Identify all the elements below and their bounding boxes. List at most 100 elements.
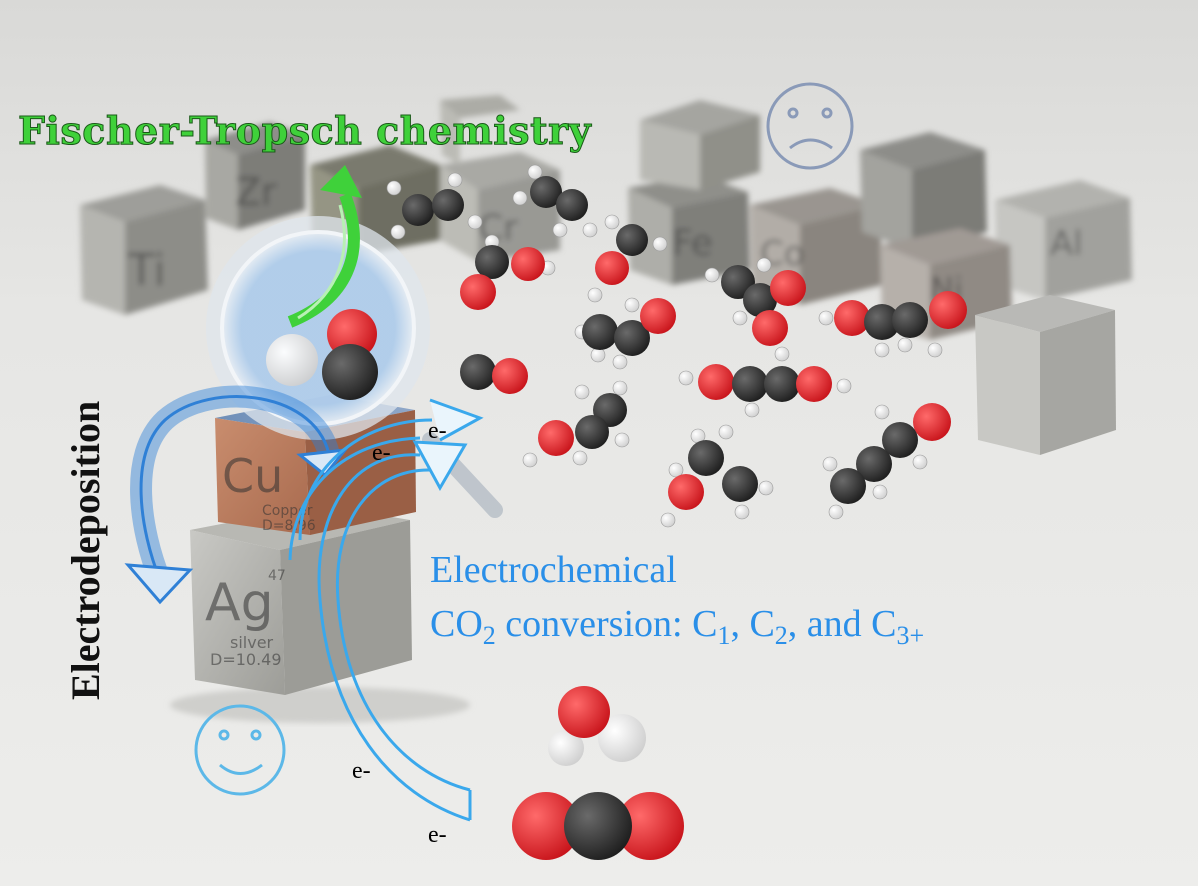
ag-number: 47: [268, 568, 286, 584]
c1-subscript: 1: [717, 621, 731, 650]
carbon-atom: [556, 189, 588, 221]
carbon-atom: [864, 304, 900, 340]
carbon-atom: [614, 320, 650, 356]
oxygen-atom: [492, 358, 528, 394]
hydrogen-atom: [552, 222, 568, 238]
hydrogen-atom: [836, 378, 852, 394]
hydrogen-atom: [912, 454, 928, 470]
hydrogen-atom: [774, 346, 790, 362]
carbon-atom: [616, 224, 648, 256]
co2-text: CO: [430, 603, 483, 645]
hydrogen-atom: [818, 310, 834, 326]
carbon-atom: [402, 194, 434, 226]
molecule: [512, 164, 598, 238]
molecule: [386, 172, 483, 240]
hydrogen-atom: [744, 402, 760, 418]
conversion-text: conversion: C: [495, 603, 718, 645]
molecule: [574, 297, 676, 370]
water-molecule: [548, 686, 646, 766]
sad-face-icon: [766, 82, 854, 170]
electron-label: e-: [352, 758, 371, 784]
hydrogen-atom: [527, 164, 543, 180]
cube-zr: Zr: [205, 122, 305, 230]
hydrogen-atom: [590, 347, 606, 363]
hydrogen-atom: [612, 380, 628, 396]
happy-face-icon: [194, 704, 286, 796]
c2-subscript: 2: [774, 621, 788, 650]
hydrogen-atom: [572, 450, 588, 466]
ag-density: D=10.49: [210, 650, 282, 669]
hydrogen-atom: [828, 504, 844, 520]
svg-text:Al: Al: [1050, 224, 1083, 264]
hydrogen-atom: [758, 480, 774, 496]
svg-text:Zr: Zr: [235, 170, 277, 214]
c3-subscript: 3+: [896, 621, 925, 650]
hydrogen-atom: [718, 424, 734, 440]
oxygen-atom: [511, 247, 545, 281]
carbon-atom: [460, 354, 496, 390]
hydrogen-atom: [704, 267, 720, 283]
carbon-atom: [475, 245, 509, 279]
c3-text: , and C: [787, 603, 897, 645]
molecule: [587, 214, 668, 303]
oxygen-atom: [752, 310, 788, 346]
carbon-atom: [830, 468, 866, 504]
hydrogen-atom: [874, 342, 890, 358]
cube-right: [975, 295, 1116, 455]
hydrogen-atom: [732, 310, 748, 326]
c2-text: , C: [730, 603, 775, 645]
molecule: [460, 234, 556, 310]
hydrogen-atom: [386, 180, 402, 196]
hydrogen-atom: [587, 287, 603, 303]
carbon-atom: [856, 446, 892, 482]
electron-flow-arrow-icon: [288, 398, 484, 822]
oxygen-atom: [616, 792, 684, 860]
molecule: [460, 354, 528, 394]
hydrogen-atom: [582, 222, 598, 238]
molecule: [660, 424, 774, 528]
hydrogen-atom: [598, 714, 646, 762]
carbon-atom: [743, 283, 777, 317]
oxygen-atom: [913, 403, 951, 441]
adsorbed-species: [266, 309, 378, 400]
oxygen-atom: [640, 298, 676, 334]
oxygen-atom: [538, 420, 574, 456]
hydrogen-atom: [756, 257, 772, 273]
fischer-tropsch-arrow-icon: [287, 165, 362, 328]
electrodeposition-label: Electrodeposition: [63, 400, 108, 700]
hydrogen-atom: [872, 484, 888, 500]
carbon-atom: [688, 440, 724, 476]
oxygen-atom: [834, 300, 870, 336]
oxygen-atom: [460, 274, 496, 310]
hydrogen-atom: [822, 456, 838, 472]
ag-name: silver: [230, 633, 274, 652]
oxygen-atom: [796, 366, 832, 402]
carbon-atom: [582, 314, 618, 350]
co2-molecule: [512, 792, 684, 860]
hydrogen-atom: [734, 504, 750, 520]
cube-top: [440, 95, 760, 190]
molecule: [678, 346, 852, 418]
hydrogen-atom: [512, 190, 528, 206]
cube-ni: [860, 132, 987, 250]
oxygen-atom: [770, 270, 806, 306]
electrodeposition-arrow-icon: [124, 385, 349, 605]
carbon-atom: [732, 366, 768, 402]
hydrogen-atom: [614, 432, 630, 448]
hydrogen-atom: [624, 297, 640, 313]
ag-symbol: Ag: [205, 573, 274, 633]
co2-subscript: 2: [482, 621, 496, 650]
oxygen-atom: [698, 364, 734, 400]
molecule: [704, 257, 806, 346]
oxygen-atom: [512, 792, 580, 860]
molecules: [386, 164, 967, 860]
conversion-title-line1: Electrochemical: [430, 549, 677, 591]
hydrogen-atom: [548, 730, 584, 766]
cube-ti: Ti: [80, 185, 208, 315]
hydrogen-atom: [604, 214, 620, 230]
electron-label: e-: [428, 418, 447, 444]
molecule: [522, 380, 630, 468]
carbon-atom: [564, 792, 632, 860]
svg-text:Ti: Ti: [127, 245, 166, 296]
